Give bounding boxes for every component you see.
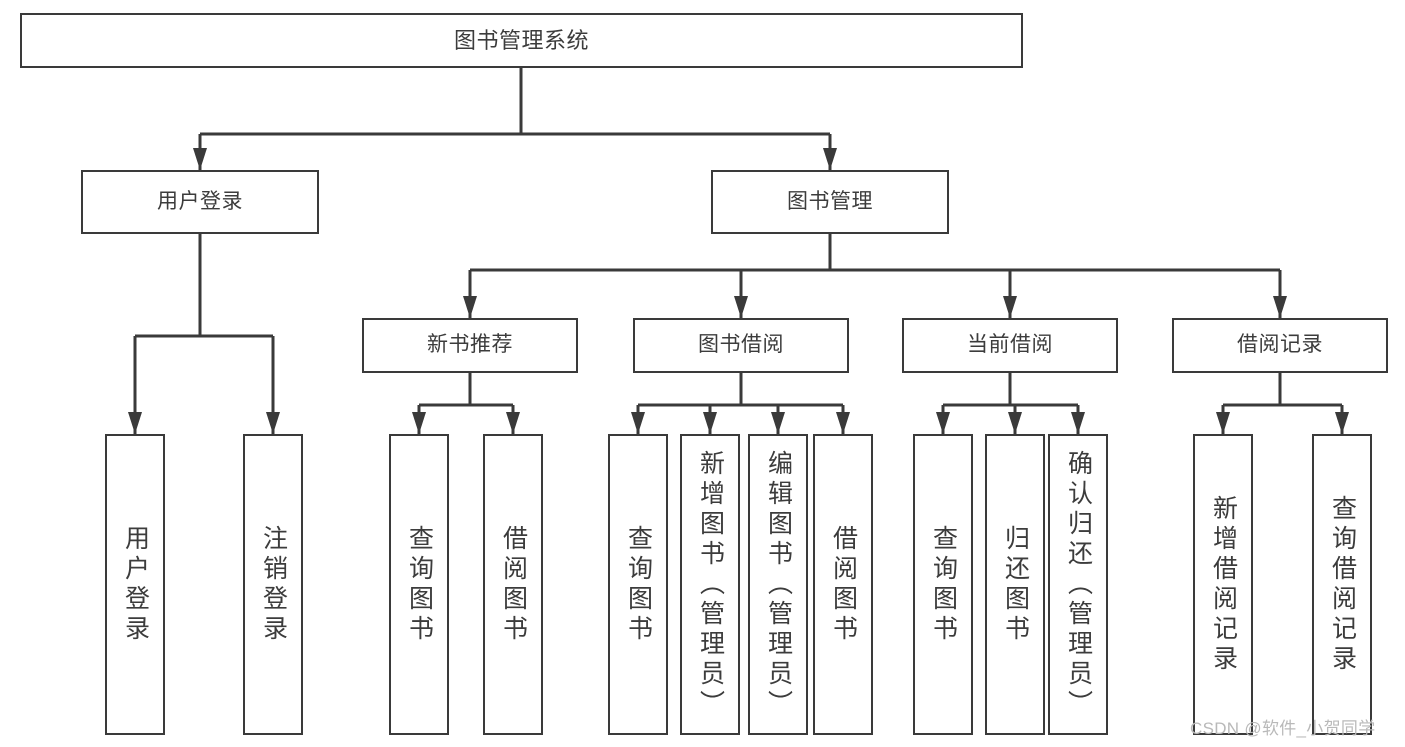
node-newbook[interactable]: 新书推荐 — [362, 318, 578, 373]
node-label: 图书管理 — [787, 189, 873, 213]
node-label: 确认归还（管理员） — [1064, 449, 1093, 720]
node-leaf2[interactable]: 注销登录 — [243, 434, 303, 735]
arrowhead-icon — [412, 412, 426, 434]
node-bookmgmt[interactable]: 图书管理 — [711, 170, 949, 234]
node-login[interactable]: 用户登录 — [81, 170, 319, 234]
node-leaf7[interactable]: 编辑图书（管理员） — [748, 434, 808, 735]
arrowhead-icon — [1008, 412, 1022, 434]
node-label: 查询图书 — [929, 524, 958, 645]
arrowhead-icon — [1335, 412, 1349, 434]
node-label: 当前借阅 — [967, 333, 1053, 357]
node-leaf6[interactable]: 新增图书（管理员） — [680, 434, 740, 735]
node-label: 查询图书 — [405, 524, 434, 645]
arrowhead-icon — [823, 148, 837, 170]
node-label: 借阅图书 — [499, 524, 528, 645]
node-leaf9[interactable]: 查询图书 — [913, 434, 973, 735]
arrowhead-icon — [506, 412, 520, 434]
node-label: 借阅记录 — [1237, 333, 1323, 357]
arrowhead-icon — [631, 412, 645, 434]
node-label: 新增图书（管理员） — [696, 449, 725, 720]
node-label: 新书推荐 — [427, 333, 513, 357]
node-borrow[interactable]: 图书借阅 — [633, 318, 849, 373]
node-label: 编辑图书（管理员） — [764, 449, 793, 720]
node-current[interactable]: 当前借阅 — [902, 318, 1118, 373]
node-leaf5[interactable]: 查询图书 — [608, 434, 668, 735]
arrowhead-icon — [193, 148, 207, 170]
arrowhead-icon — [936, 412, 950, 434]
node-label: 图书管理系统 — [453, 27, 589, 53]
node-root[interactable]: 图书管理系统 — [20, 13, 1023, 68]
node-records[interactable]: 借阅记录 — [1172, 318, 1388, 373]
node-label: 归还图书 — [1001, 524, 1030, 645]
node-label: 用户登录 — [157, 189, 243, 213]
arrowhead-icon — [266, 412, 280, 434]
arrowhead-icon — [463, 296, 477, 318]
arrowhead-icon — [1003, 296, 1017, 318]
node-leaf13[interactable]: 查询借阅记录 — [1312, 434, 1372, 735]
arrowhead-icon — [1216, 412, 1230, 434]
node-label: 新增借阅记录 — [1209, 494, 1238, 675]
node-label: 用户登录 — [121, 524, 150, 645]
node-label: 图书借阅 — [698, 333, 784, 357]
arrowhead-icon — [1273, 296, 1287, 318]
arrowhead-icon — [771, 412, 785, 434]
node-label: 借阅图书 — [829, 524, 858, 645]
arrowhead-icon — [703, 412, 717, 434]
arrowhead-icon — [734, 296, 748, 318]
node-label: 注销登录 — [259, 524, 288, 645]
node-label: 查询借阅记录 — [1328, 494, 1357, 675]
node-leaf1[interactable]: 用户登录 — [105, 434, 165, 735]
node-leaf12[interactable]: 新增借阅记录 — [1193, 434, 1253, 735]
arrowhead-icon — [1071, 412, 1085, 434]
node-leaf8[interactable]: 借阅图书 — [813, 434, 873, 735]
node-label: 查询图书 — [624, 524, 653, 645]
arrowhead-icon — [128, 412, 142, 434]
node-leaf4[interactable]: 借阅图书 — [483, 434, 543, 735]
node-leaf11[interactable]: 确认归还（管理员） — [1048, 434, 1108, 735]
node-leaf3[interactable]: 查询图书 — [389, 434, 449, 735]
node-leaf10[interactable]: 归还图书 — [985, 434, 1045, 735]
arrowhead-icon — [836, 412, 850, 434]
